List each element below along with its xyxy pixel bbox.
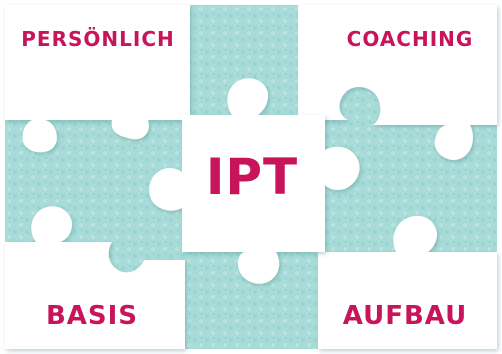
puzzle-piece-bottom-right (318, 215, 497, 349)
puzzle-piece-center (149, 78, 360, 284)
label-center: IPT (206, 148, 298, 206)
puzzle-piece-top-right (298, 5, 497, 160)
label-bottom-right: AUFBAU (343, 301, 467, 331)
label-bottom-left: BASIS (46, 301, 138, 331)
puzzle-piece-bottom-left (5, 206, 185, 349)
label-top-left: PERSÖNLICH (21, 27, 174, 51)
label-top-right: COACHING (347, 27, 474, 51)
puzzle-piece-top-left (5, 5, 190, 153)
